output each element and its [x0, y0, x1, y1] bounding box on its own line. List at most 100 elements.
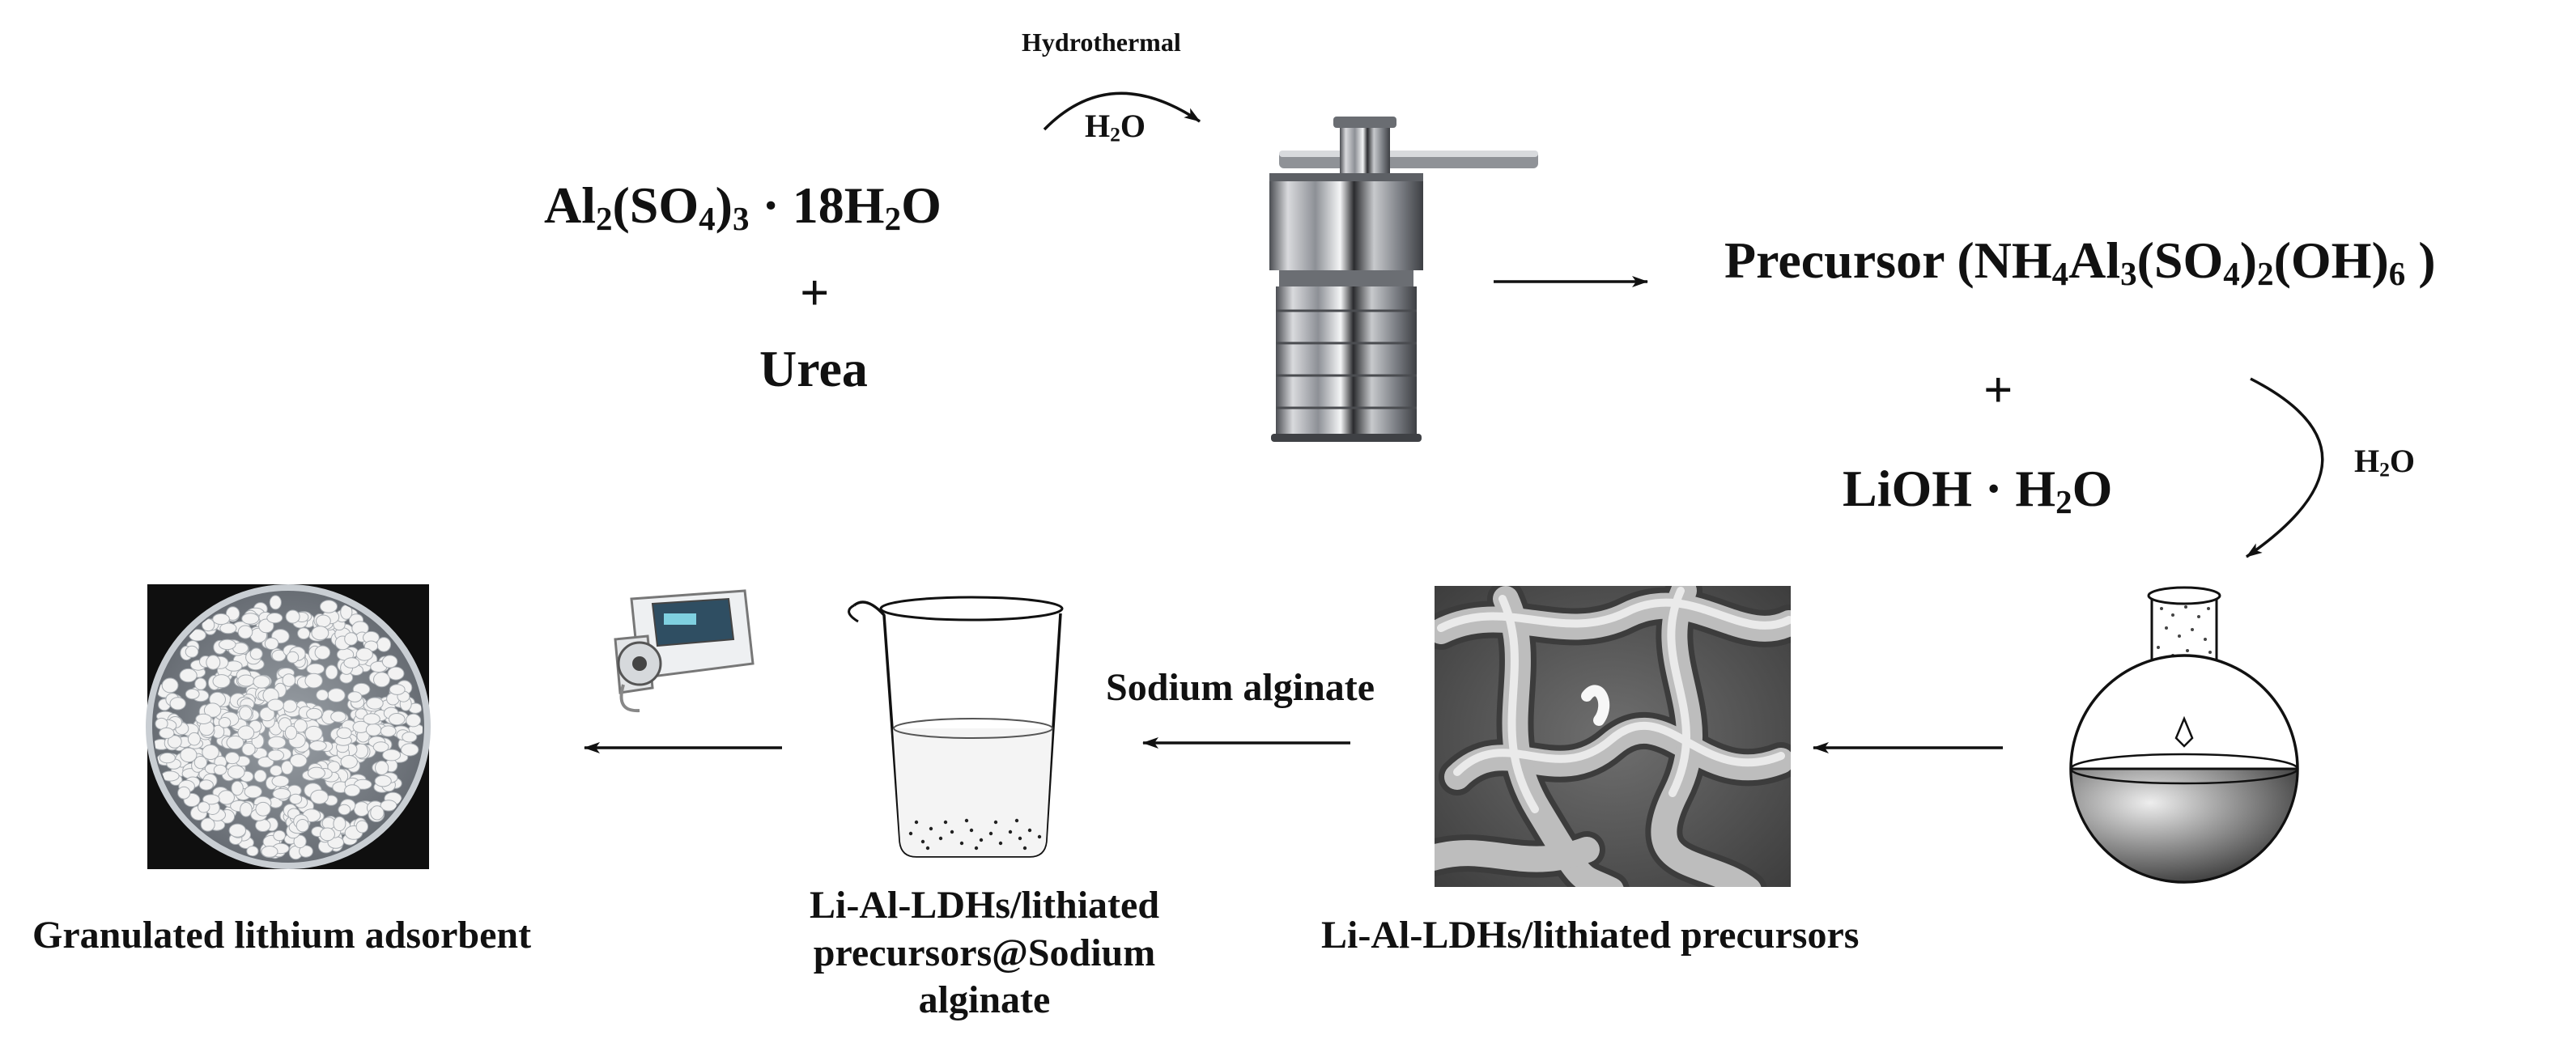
granule [388, 713, 406, 726]
granule [363, 713, 380, 725]
granule [366, 697, 384, 710]
granule [314, 645, 331, 660]
granule [289, 793, 303, 805]
granule [257, 756, 274, 768]
granule [330, 711, 346, 723]
granule [187, 732, 201, 746]
granule [355, 647, 373, 661]
granule [159, 727, 175, 739]
granule [244, 785, 262, 799]
granule [255, 819, 271, 832]
granule [372, 741, 389, 753]
h2o-curved-arrow [2246, 377, 2324, 558]
reactant-formula: Al2(SO4)3 · 18H2O [544, 176, 942, 237]
granule [289, 753, 308, 768]
granule [200, 817, 215, 832]
granule [231, 780, 244, 796]
granule [253, 675, 271, 689]
granule [316, 689, 329, 702]
beaker-icon [848, 596, 1064, 858]
granule [241, 742, 256, 757]
granule [344, 632, 359, 646]
granule [264, 637, 279, 651]
granule [373, 672, 390, 688]
granule [253, 769, 267, 783]
granule [287, 651, 300, 664]
granule [306, 707, 323, 720]
granule [307, 766, 325, 779]
granule [179, 668, 198, 683]
petri-label: Granulated lithium adsorbent [32, 914, 532, 957]
granule [180, 747, 198, 763]
granule [295, 819, 309, 833]
plus-sign: + [800, 264, 830, 321]
hydrothermal-label: Hydrothermal [1022, 28, 1181, 57]
granule [237, 725, 255, 740]
granule [267, 736, 287, 749]
beaker-label: Li-Al-LDHs/lithiated precursors@Sodium a… [758, 882, 1211, 1025]
granule [308, 740, 327, 752]
granule [219, 639, 236, 651]
granule [340, 755, 358, 769]
granule [293, 719, 308, 733]
granule [261, 846, 278, 858]
granule [343, 657, 360, 668]
granule [299, 845, 313, 858]
granule [281, 760, 294, 775]
sem-label: Li-Al-LDHs/lithiated precursors [1321, 914, 1860, 957]
granule [249, 647, 263, 660]
granule [161, 677, 179, 694]
granule [237, 674, 255, 687]
granule [194, 677, 207, 690]
granule [213, 764, 227, 775]
granule [271, 649, 287, 662]
granule [237, 625, 253, 639]
granule [267, 749, 285, 762]
granule [219, 622, 237, 634]
granule [193, 756, 208, 770]
granule [355, 820, 368, 834]
granule [198, 779, 214, 791]
granule [259, 706, 275, 722]
granule [304, 673, 323, 689]
granule [311, 626, 329, 641]
granule [336, 727, 352, 739]
granule [283, 699, 298, 713]
granule [406, 713, 422, 728]
granule [169, 697, 186, 711]
petri-dish-image [146, 584, 431, 869]
granule [195, 713, 212, 725]
granule [375, 760, 389, 775]
granule [269, 595, 282, 610]
granule [270, 765, 283, 777]
granule [344, 784, 361, 797]
granule [167, 735, 182, 749]
plus-sign-2: + [1983, 361, 2013, 418]
granule [293, 834, 307, 849]
granule [374, 774, 392, 787]
granule [273, 829, 286, 842]
granule [212, 613, 230, 626]
granule [218, 717, 232, 728]
h2o-top-label: H2O [1085, 108, 1146, 146]
beaker-label-line-1: Li-Al-LDHs/lithiated [809, 884, 1160, 927]
granule [316, 614, 331, 628]
granule [159, 752, 176, 764]
granule [284, 725, 298, 740]
granule [218, 790, 236, 805]
granule [380, 800, 397, 812]
granule [338, 804, 351, 816]
granule [225, 606, 240, 621]
granule [333, 816, 346, 832]
granule [304, 725, 323, 741]
granule [267, 698, 284, 711]
granule [226, 735, 244, 750]
granule [272, 787, 291, 800]
hydrothermal-autoclave-icon [1269, 117, 1538, 442]
sem-micrograph-image [1435, 586, 1791, 887]
granule [271, 775, 290, 787]
granule [320, 600, 338, 613]
granule [202, 745, 219, 760]
granule [402, 732, 418, 743]
